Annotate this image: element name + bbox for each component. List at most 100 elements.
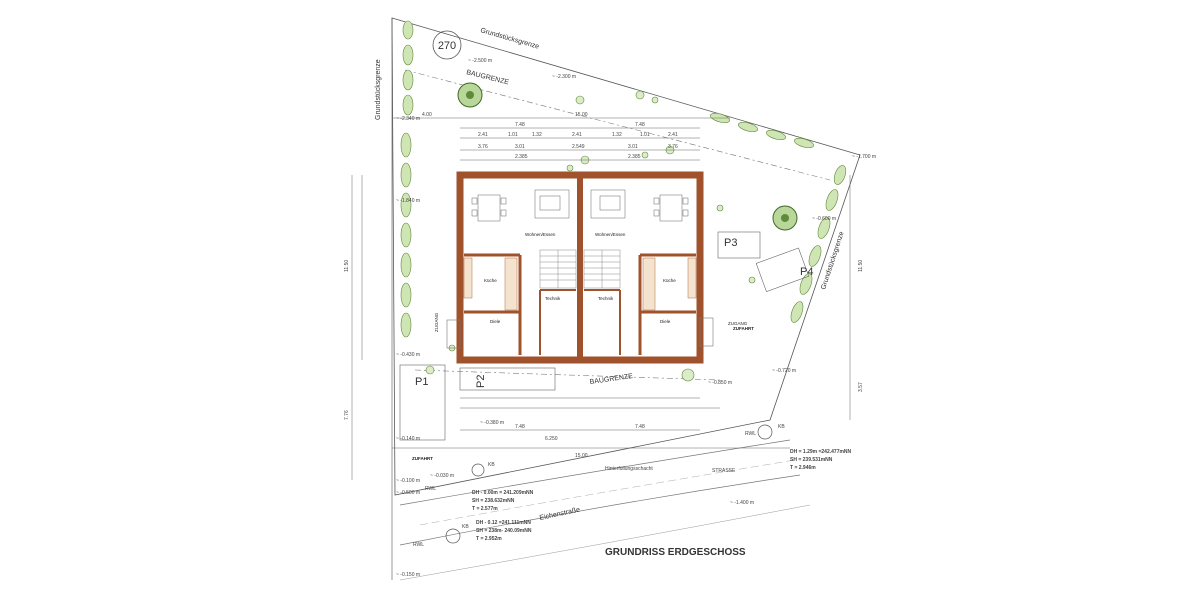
- parcel-number: 270: [438, 40, 456, 52]
- manhole-sh: SH = 238m- 240.09mNN: [476, 528, 532, 534]
- access-label-left: ZUFAHRT: [412, 456, 433, 461]
- dim-left-depth: 11.50: [344, 260, 350, 272]
- room-kitchen-left: Küche: [484, 278, 497, 283]
- parking-label: P4: [800, 266, 813, 278]
- dim-value: 3.01: [515, 144, 525, 150]
- level-label: ~ -0.500 m: [396, 490, 420, 496]
- parking-p3: P3: [717, 231, 761, 259]
- parcel-number-badge: 270: [432, 30, 462, 60]
- manhole-left: KB DH - 0.12 =241.111mNN SH = 238m- 240.…: [445, 520, 532, 544]
- dimension-lines-top: [392, 117, 730, 161]
- street-name: Eichenstraße: [539, 507, 581, 522]
- dim-bottom-total: 15.00: [575, 453, 588, 459]
- dim-top-row2: 2.41 1.01 1.32 2.41 1.32 1.01 2.41: [478, 132, 678, 138]
- parking-label: P2: [475, 375, 487, 388]
- tree-icon: [457, 82, 483, 108]
- dim-value: 2.41: [668, 132, 678, 138]
- level-label: ~ -2.500 m: [468, 58, 492, 64]
- entrance-left: ZUGANG: [434, 312, 439, 332]
- shrub-icons: [425, 90, 756, 382]
- dining-table-left: [471, 194, 507, 222]
- hedge-top: [710, 112, 814, 149]
- level-label: ~ -2.300 m: [552, 74, 576, 80]
- manhole-label: KB: [462, 524, 469, 530]
- dim-top-row3: 3.76 3.01 2.549 3.01 3.76: [478, 144, 678, 150]
- dim-value: 1.01: [508, 132, 518, 138]
- staircase-left: [539, 249, 577, 289]
- manhole-t: T = 2.946m: [790, 465, 816, 471]
- level-label: ~ -0.140 m: [396, 436, 420, 442]
- building-line-bottom: [414, 369, 721, 381]
- rwl-label: RWL: [413, 542, 424, 548]
- manhole-t: T = 2.952m: [476, 536, 502, 542]
- dim-value: 2.549: [572, 144, 585, 150]
- manhole-sh: SH = 239.531mNN: [790, 457, 833, 463]
- dim-top-row4: 2.385 2.385: [515, 154, 641, 160]
- dim-bottom-half-right: 7.48: [635, 424, 645, 430]
- dim-bottom-overall: 6.250: [545, 436, 558, 442]
- building-line-label-bottom: BAUGRENZE: [589, 373, 633, 386]
- level-markers: ~ -2.500 m ~ -2.300 m ~ -2.340 m ~ -1.84…: [396, 58, 876, 578]
- level-label: ~ -0.850 m: [708, 380, 732, 386]
- hedge-right: [790, 165, 847, 323]
- dim-right-depth: 11.50: [858, 260, 864, 272]
- dim-top-half-right: 7.48: [635, 122, 645, 128]
- dimension-lines-bottom: [392, 397, 790, 449]
- manhole-sh: SH = 238.632mNN: [472, 498, 515, 504]
- rwl-label: RWL: [425, 486, 436, 492]
- parking-label: P1: [415, 376, 428, 388]
- room-technical-left: Technik: [545, 296, 561, 301]
- level-label: ~ -1.840 m: [396, 198, 420, 204]
- hedge-left: [400, 20, 414, 338]
- dim-top-left-setback: 4.00: [422, 112, 432, 118]
- street-label: STRASSE: [712, 468, 736, 474]
- sofa-left: [534, 189, 570, 219]
- kitchen-counters: [463, 257, 697, 311]
- dim-left-front: 7.76: [344, 410, 350, 420]
- level-label: ~ -0.380 m: [480, 420, 504, 426]
- dim-top-total: 15.00: [575, 112, 588, 118]
- rwl-label: RWL: [745, 431, 756, 437]
- manhole-label: KB: [488, 462, 495, 468]
- dim-value: 1.32: [612, 132, 622, 138]
- manhole-dh: DH - 0.00m = 241.209mNN: [472, 490, 534, 496]
- room-living-right: Wohnen/Essen: [595, 232, 626, 237]
- manhole-middle: KB DH - 0.00m = 241.209mNN SH = 238.632m…: [471, 462, 534, 512]
- dim-value: 2.385: [515, 154, 528, 160]
- lot-boundary: [391, 17, 861, 496]
- parking-p2: P2: [459, 367, 556, 391]
- entrance-right: ZUGANG: [728, 321, 748, 326]
- level-label: ~ -0.720 m: [772, 368, 796, 374]
- building: Wohnen/Essen Küche Diele Technik Wohnen/…: [434, 171, 748, 364]
- level-label: ~ -1.400 m: [730, 500, 754, 506]
- manhole-label: KB: [778, 424, 785, 430]
- dim-right-front: 3.57: [858, 382, 864, 392]
- room-hall-right: Diele: [660, 319, 671, 324]
- level-label: ~ -2.340 m: [396, 116, 420, 122]
- level-label: ~ -0.030 m: [430, 473, 454, 479]
- sofa-right: [590, 189, 626, 219]
- manhole-dh: DH - 0.12 =241.111mNN: [476, 520, 531, 526]
- staircase-right: [583, 249, 621, 289]
- room-technical-right: Technik: [598, 296, 614, 301]
- dim-value: 1.32: [532, 132, 542, 138]
- dim-value: 3.01: [628, 144, 638, 150]
- parking-p4: P4: [755, 247, 813, 293]
- manhole-dh: DH = 1.29m =242.477mNN: [790, 449, 852, 455]
- dim-value: 3.76: [668, 144, 678, 150]
- dim-value: 1.01: [640, 132, 650, 138]
- access-label-right: ZUFAHRT: [733, 326, 754, 331]
- shaft-label: Hinterfüllungsschacht: [605, 466, 653, 472]
- dim-bottom-half-left: 7.48: [515, 424, 525, 430]
- level-label: ~ -0.430 m: [396, 352, 420, 358]
- dim-value: 2.41: [478, 132, 488, 138]
- room-living-left: Wohnen/Essen: [525, 232, 556, 237]
- porch-right: [699, 317, 714, 347]
- dimension-lines-vertical: [351, 175, 851, 480]
- manhole-right: KB DH = 1.29m =242.477mNN SH = 239.531mN…: [757, 424, 852, 471]
- level-label: ~ -0.150 m: [396, 572, 420, 578]
- plan-title: GRUNDRISS ERDGESCHOSS: [605, 547, 746, 558]
- parking-p1: P1: [399, 364, 446, 441]
- room-kitchen-right: Küche: [663, 278, 676, 283]
